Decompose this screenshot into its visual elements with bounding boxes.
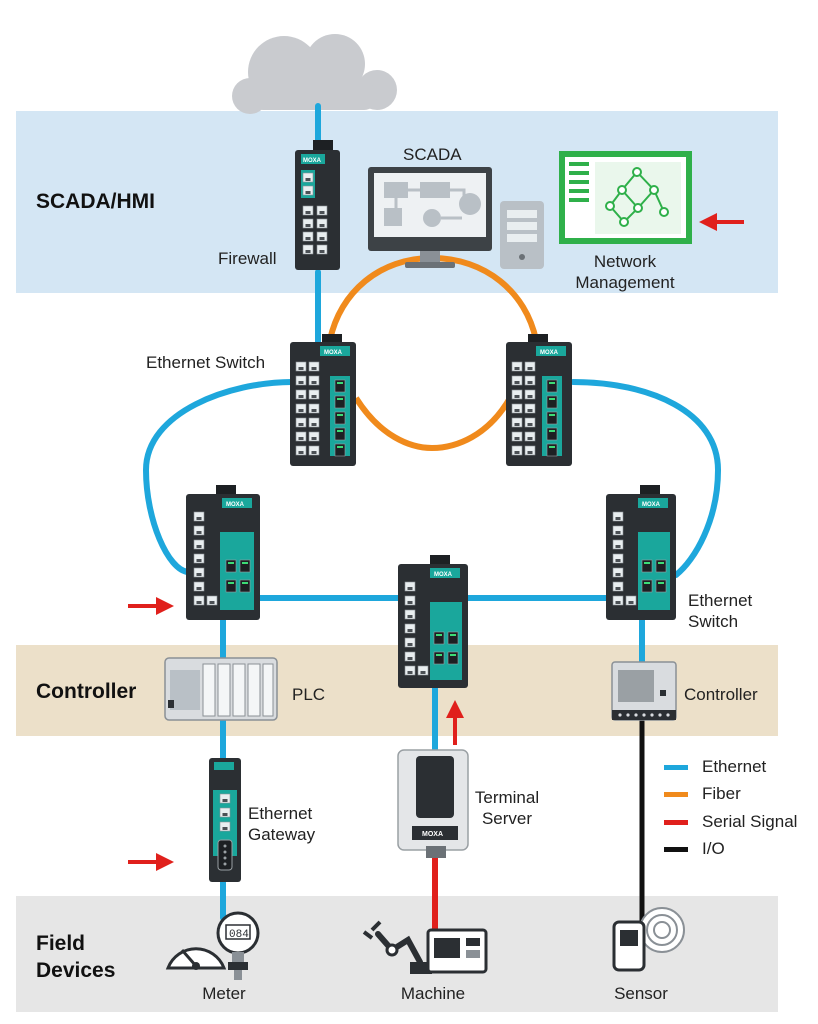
label-firewall: Firewall — [218, 249, 277, 268]
legend-label-ethernet: Ethernet — [702, 757, 767, 776]
legend-item-serial-signal: Serial Signal — [664, 811, 797, 833]
ethernet-switch-edge-left — [186, 485, 260, 620]
server-tower-icon — [500, 201, 544, 269]
meter-icon — [165, 911, 260, 980]
brand-core-left: MOXA — [324, 350, 343, 356]
ethernet-ring-left — [142, 379, 295, 575]
label-ethernet-switch-top: Ethernet Switch — [146, 353, 266, 372]
ethernet-switch-core-left — [290, 334, 356, 466]
label-meter: Meter — [202, 984, 246, 1003]
legend-item-fiber: Fiber — [664, 783, 741, 805]
label-machine: Machine — [400, 984, 466, 1003]
legend-swatch-fiber — [664, 791, 688, 797]
label-ethernet-gateway: Ethernet Gateway — [248, 803, 315, 845]
brand-edge-right: MOXA — [642, 502, 661, 508]
label-terminal-server-line1: Terminal — [474, 788, 540, 807]
attention-arrow-ethernet-gateway — [128, 853, 174, 871]
label-ethernet-switch-right: Ethernet Switch — [688, 590, 752, 632]
label-controller-device: Controller — [684, 685, 758, 704]
legend-swatch-io — [664, 846, 688, 852]
legend-label-serial-signal: Serial Signal — [702, 812, 798, 831]
scada-monitor-icon — [368, 167, 492, 268]
label-network-management-line2: Management — [575, 273, 675, 292]
plc-device-icon — [164, 657, 278, 721]
label-ethernet-gateway-line1: Ethernet — [248, 804, 313, 823]
cloud-icon — [232, 34, 397, 114]
meter-readout: 084 — [229, 929, 249, 941]
legend-label-fiber: Fiber — [702, 784, 741, 803]
label-network-management-line1: Network — [593, 252, 657, 271]
fiber-ring-bottom — [353, 396, 513, 452]
terminal-server-device — [397, 749, 469, 858]
label-network-management: Network Management — [560, 251, 690, 293]
legend-swatch-serial-signal — [664, 819, 688, 825]
legend-item-ethernet: Ethernet — [664, 756, 766, 778]
label-terminal-server-line2: Server — [481, 809, 533, 828]
legend-swatch-ethernet — [664, 764, 688, 770]
ethernet-gateway-device — [209, 758, 241, 882]
controller-device-icon — [611, 661, 677, 721]
ethernet-ring-right — [570, 379, 722, 578]
attention-arrow-edge-switch — [128, 597, 174, 615]
ethernet-switch-core-right — [506, 334, 572, 466]
label-ethernet-gateway-line2: Gateway — [248, 825, 316, 844]
legend-label-io: I/O — [702, 839, 725, 858]
firewall-device — [295, 140, 340, 270]
label-terminal-server: Terminal Server — [466, 787, 548, 829]
label-ethernet-switch-right-line2: Switch — [688, 612, 739, 631]
brand-edge-center: MOXA — [434, 572, 453, 578]
brand-firewall: MOXA — [303, 158, 322, 164]
sensor-icon — [612, 907, 685, 972]
ethernet-switch-edge-center — [398, 555, 468, 688]
zone-title-field-devices: Field Devices — [36, 930, 115, 984]
network-management-screen-icon — [559, 151, 692, 244]
zone-title-scada-hmi: SCADA/HMI — [36, 190, 155, 213]
zone-title-field-devices-line1: Field — [36, 932, 86, 955]
label-plc: PLC — [292, 685, 326, 704]
label-sensor: Sensor — [614, 984, 668, 1003]
brand-terminal-server: MOXA — [422, 831, 443, 838]
brand-core-right: MOXA — [540, 350, 559, 356]
label-ethernet-switch-right-line1: Ethernet — [688, 591, 753, 610]
attention-arrow-network-management — [699, 213, 744, 231]
zone-title-field-devices-line2: Devices — [36, 959, 116, 982]
ethernet-switch-edge-right — [606, 485, 676, 620]
legend-item-io: I/O — [664, 838, 725, 860]
label-scada: SCADA — [403, 145, 462, 164]
brand-edge-left: MOXA — [226, 502, 245, 508]
zone-title-controller: Controller — [36, 680, 137, 703]
machine-icon — [362, 920, 488, 974]
attention-arrow-terminal-server — [446, 700, 464, 745]
